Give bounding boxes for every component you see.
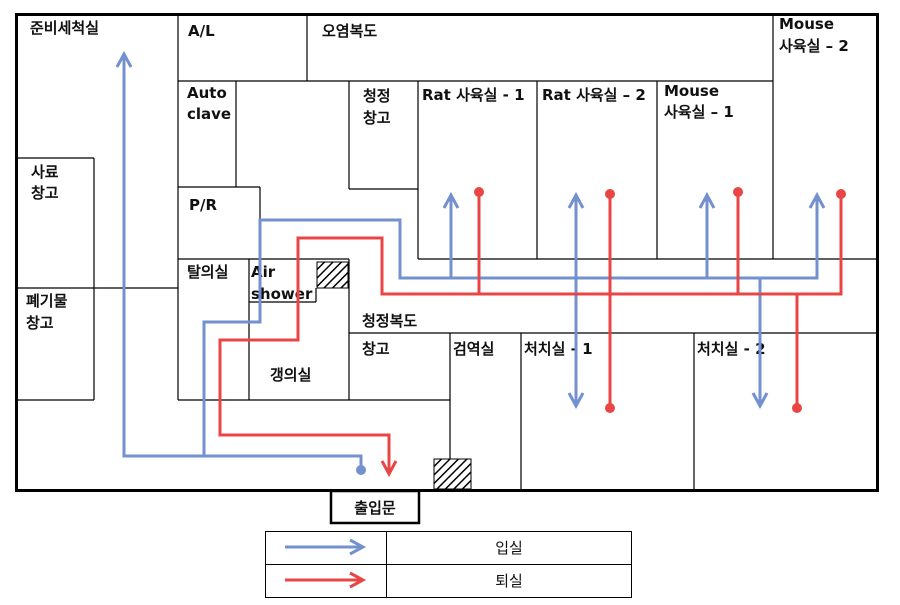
exit-start-dot-mouse2 [836, 189, 846, 199]
hatched-door-air-shower [316, 261, 349, 289]
hatched-door-quarantine [433, 458, 472, 490]
exit-path [218, 187, 846, 478]
room-label-pr: P/R [189, 196, 217, 214]
room-label-storage: 창고 [362, 340, 390, 358]
room-label-treat2: 처치실 - 2 [697, 340, 766, 358]
room-label-treat1: 처치실 - 1 [524, 340, 593, 358]
entry-arrowhead-prep-wash [115, 50, 133, 68]
room-label-prep-wash: 준비세척실 [30, 19, 99, 37]
room-label-mouse2-line1: Mouse [779, 15, 834, 33]
exit-arrowhead-entrance [380, 460, 398, 478]
room-label-al: A/L [188, 22, 215, 40]
building-outline [15, 13, 879, 492]
exit-start-dot-rat1 [474, 187, 484, 197]
legend-exit-label: 퇴실 [495, 572, 523, 590]
entry-arrowhead-mouse1 [698, 191, 716, 209]
room-label-dress: 갱의실 [270, 366, 311, 384]
entry-arrowhead-rat1 [442, 191, 460, 209]
room-label-clean-corridor: 청정복도 [362, 312, 417, 330]
entry-path [115, 50, 826, 475]
room-label-mouse1-line1: Mouse [664, 82, 719, 100]
legend: 입실 퇴실 [265, 531, 632, 598]
exit-start-dot-treat1 [605, 403, 615, 413]
room-label-feed-storage-line1: 사료 [31, 163, 59, 181]
exit-start-dot-treat2 [792, 403, 802, 413]
room-label-clean-storage-line1: 청정 [363, 87, 391, 105]
room-label-undress: 탈의실 [187, 263, 228, 281]
room-label-air-shower-line1: Air [251, 263, 276, 281]
entry-arrowhead-treat2 [751, 392, 769, 410]
entry-arrowhead-rat2 [567, 191, 585, 209]
room-label-rat1: Rat 사육실 - 1 [422, 86, 525, 104]
room-label-waste-line1: 폐기물 [26, 292, 68, 310]
room-label-rat2: Rat 사육실 – 2 [542, 86, 646, 104]
room-label-autoclave-line2: clave [187, 105, 231, 123]
exit-start-dot-rat2 [605, 189, 615, 199]
entry-arrowhead-treat1 [567, 392, 585, 410]
room-label-waste-line2: 창고 [26, 314, 54, 332]
room-label-quarantine: 검역실 [453, 340, 494, 358]
room-label-mouse2-line2: 사육실 – 2 [779, 37, 849, 55]
room-label-mouse1-line2: 사육실 – 1 [664, 103, 734, 121]
interior-walls [16, 14, 877, 490]
room-label-feed-storage-line2: 창고 [31, 184, 59, 202]
room-label-clean-storage-line2: 창고 [363, 109, 391, 127]
room-label-contam-corridor: 오염복도 [322, 22, 377, 40]
entrance-label: 출입문 [354, 499, 396, 517]
room-label-autoclave-line1: Auto [187, 84, 227, 102]
entry-arrowhead-mouse2 [808, 191, 826, 209]
room-labels: 준비세척실 A/L 오염복도 Mouse 사육실 – 2 Auto clave … [26, 15, 849, 384]
entry-start-dot [356, 465, 366, 475]
exit-start-dot-mouse1 [733, 187, 743, 197]
entrance-box [329, 489, 421, 525]
legend-entry-label: 입실 [495, 539, 523, 557]
